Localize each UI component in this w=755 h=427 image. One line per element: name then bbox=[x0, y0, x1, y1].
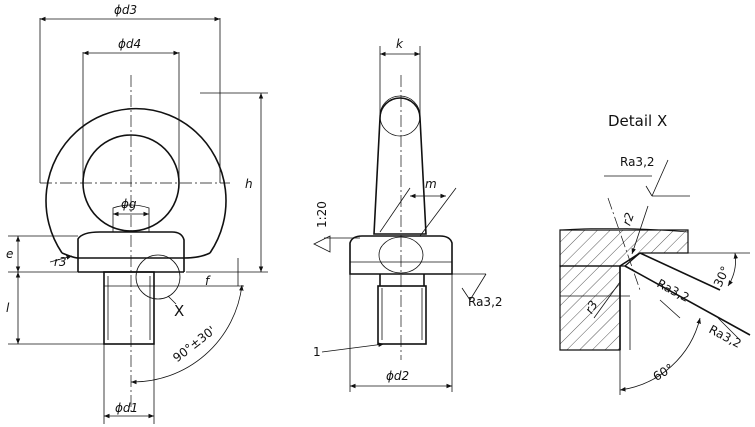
label-detail-x: X bbox=[174, 302, 184, 320]
side-collar bbox=[349, 235, 453, 275]
angle-arc: 90°±30' bbox=[130, 284, 244, 385]
label-k: k bbox=[396, 37, 404, 51]
label-r2: r2 bbox=[619, 211, 636, 228]
side-eye-top bbox=[379, 95, 421, 137]
side-eye-body bbox=[373, 97, 427, 235]
detail-edge-upper bbox=[639, 252, 721, 291]
detail-roughness-top: Ra3,2 bbox=[604, 155, 690, 197]
label-angle-60: 60° bbox=[651, 361, 676, 384]
label-l: l bbox=[6, 301, 10, 315]
label-roughness: Ra3,2 bbox=[468, 295, 503, 309]
detail-edge-lower bbox=[624, 265, 751, 336]
label-d1: ϕd1 bbox=[115, 401, 138, 415]
label-d2: ϕd2 bbox=[386, 369, 409, 383]
detail-x-marker: X bbox=[135, 254, 184, 320]
label-d3: ϕd3 bbox=[114, 3, 137, 17]
front-view: ϕd3 ϕd4 ϕg h e bbox=[6, 3, 268, 424]
detail-x-view: Detail X r2 r3 Ra3,2 bbox=[559, 112, 751, 395]
dimension-l: l bbox=[6, 272, 104, 345]
label-e: e bbox=[6, 247, 13, 261]
label-g: ϕg bbox=[121, 197, 137, 211]
side-view: k m 1:20 Ra3,2 1 bbox=[313, 37, 503, 392]
label-h: h bbox=[245, 177, 253, 191]
side-shank bbox=[377, 285, 427, 345]
label-r3: r3 bbox=[54, 255, 67, 269]
dimension-d1: ϕd1 bbox=[103, 344, 155, 424]
eye-ring bbox=[45, 107, 227, 273]
taper-symbol: 1:20 bbox=[313, 201, 360, 253]
label-d4: ϕd4 bbox=[118, 37, 141, 51]
detail-angle-60: 60° bbox=[619, 317, 701, 395]
label-m: m bbox=[425, 177, 437, 191]
detail-angle-30: 30° bbox=[711, 252, 739, 289]
label-roughness-top: Ra3,2 bbox=[620, 155, 655, 169]
radius-r3-leader: r3 bbox=[49, 255, 73, 269]
dimension-d4: ϕd4 bbox=[82, 37, 180, 183]
dimension-h: h bbox=[186, 92, 268, 273]
dimension-d2: ϕd2 bbox=[349, 274, 453, 392]
dimension-k: k bbox=[379, 37, 421, 118]
label-item-number: 1 bbox=[313, 345, 321, 359]
detail-upper-body bbox=[559, 229, 689, 267]
roughness-right: Ra3,2 bbox=[452, 273, 503, 309]
dimension-e: e bbox=[6, 235, 78, 273]
detail-roughness-right: Ra3,2 bbox=[707, 317, 744, 351]
threaded-shank bbox=[103, 271, 155, 345]
label-angle-30: 30° bbox=[711, 264, 733, 289]
detail-x-title: Detail X bbox=[608, 112, 667, 130]
detail-roughness-mid: Ra3,2 bbox=[655, 276, 692, 319]
item-leader: 1 bbox=[313, 342, 385, 359]
dimension-f: f bbox=[154, 258, 244, 288]
label-roughness-right: Ra3,2 bbox=[707, 322, 744, 351]
detail-r2: r2 bbox=[619, 205, 649, 255]
label-r3-detail: r3 bbox=[582, 298, 600, 316]
label-angle: 90°±30' bbox=[170, 323, 218, 365]
dimension-m: m bbox=[379, 177, 457, 237]
detail-r3: r3 bbox=[582, 281, 621, 319]
label-taper: 1:20 bbox=[315, 201, 329, 228]
detail-centerline bbox=[607, 197, 641, 291]
label-f: f bbox=[205, 274, 211, 288]
dimension-g: ϕg bbox=[113, 197, 149, 217]
dimension-d3: ϕd3 bbox=[39, 3, 221, 183]
